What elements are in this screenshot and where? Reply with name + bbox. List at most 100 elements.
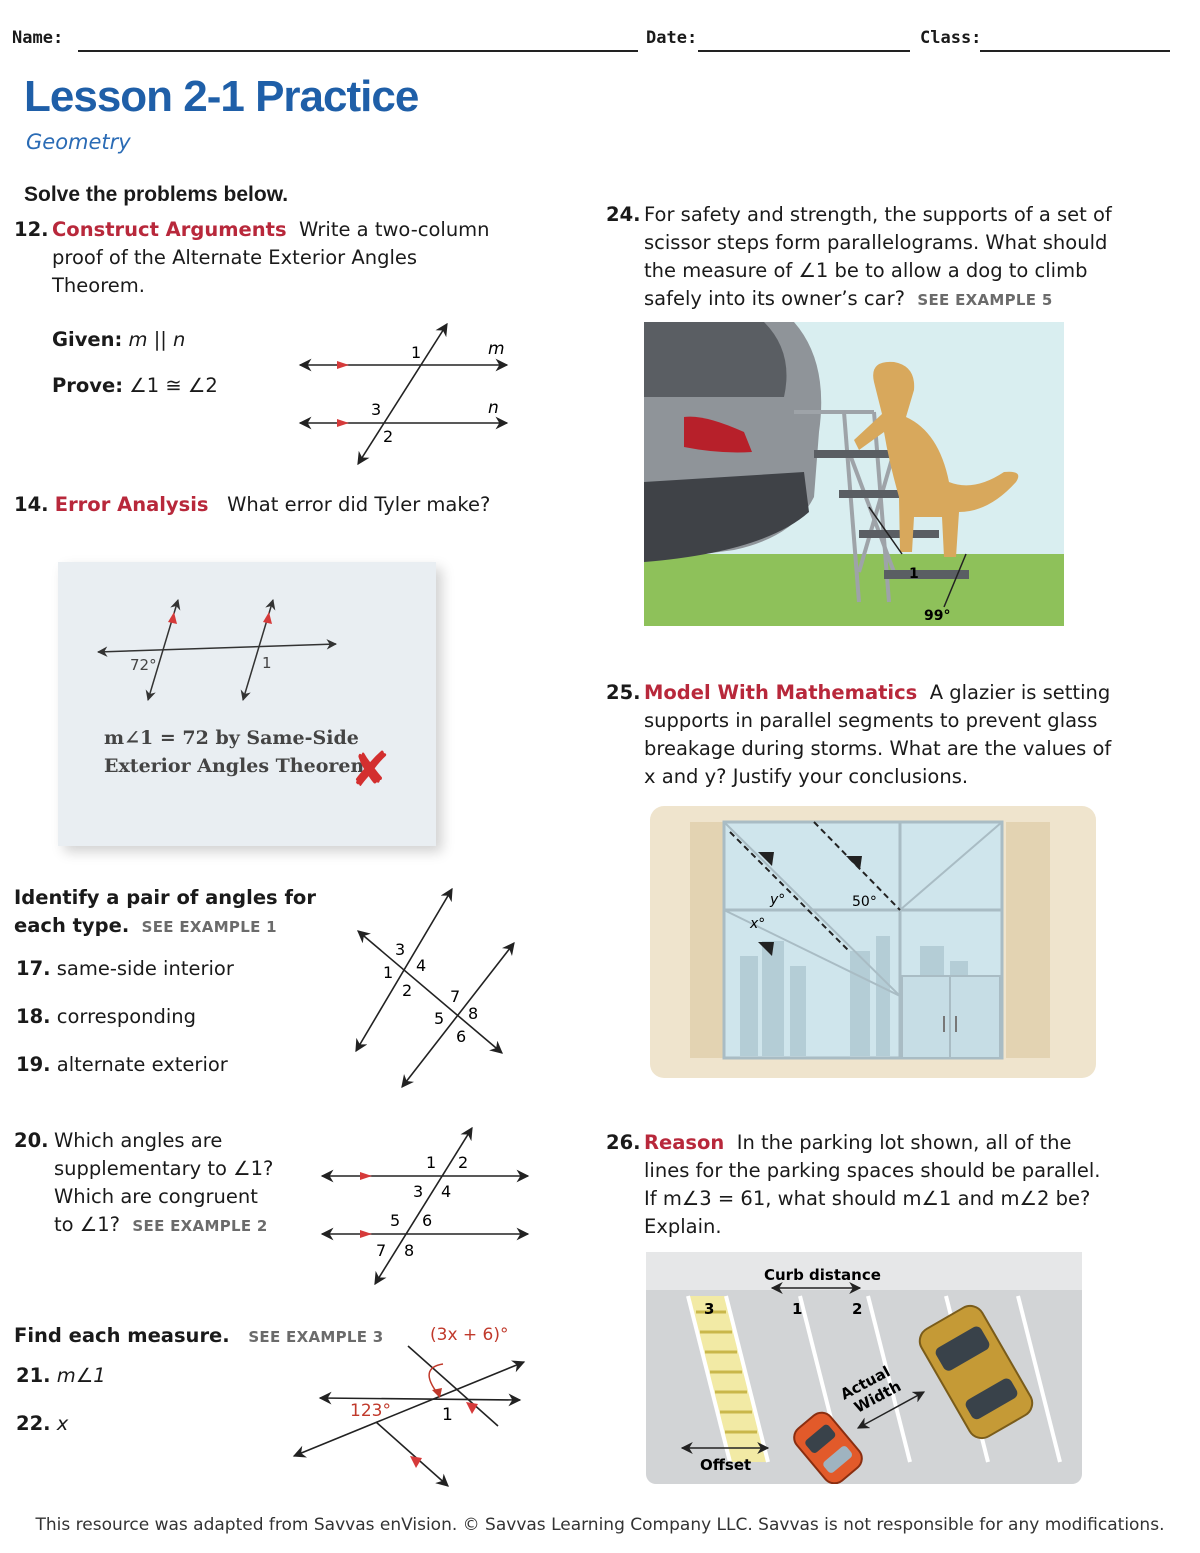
class-line[interactable] <box>980 50 1170 52</box>
text-line: scissor steps form parallelograms. What … <box>644 231 1108 254</box>
identify-heading-line1: Identify a pair of angles for <box>14 886 316 909</box>
problem-number: 20. <box>14 1129 49 1152</box>
angle-123-label: 123° <box>350 1401 391 1421</box>
parallel-mark-icon <box>263 612 272 624</box>
angle-label-4: 4 <box>416 956 426 975</box>
item-number: 19. <box>16 1053 51 1076</box>
car-orange <box>793 1411 863 1484</box>
angle-label-1: 1 <box>426 1153 436 1172</box>
angle-2-label: 2 <box>852 1300 862 1318</box>
problem-text: Write a two-column proof of the Alternat… <box>52 218 490 297</box>
grass <box>644 554 1064 626</box>
figure-12: 1 3 2 m n <box>298 322 509 466</box>
parallel-mark-icon <box>360 1230 372 1238</box>
angle-label-3: 3 <box>413 1182 423 1201</box>
transversal <box>374 1126 473 1286</box>
angle-label-2: 2 <box>458 1153 468 1172</box>
prove-row: Prove: ∠1 ≅ ∠2 <box>52 372 218 400</box>
problem-text: What error did Tyler make? <box>227 493 491 516</box>
item-number: 22. <box>16 1412 51 1435</box>
see-example: SEE EXAMPLE 1 <box>141 918 277 936</box>
text-line: supports in parallel segments to prevent… <box>644 709 1098 732</box>
given-value: m || n <box>128 328 186 351</box>
date-label: Date: <box>646 28 698 48</box>
item-21: 21. m∠1 <box>16 1362 106 1390</box>
expression-label: (3x + 6)° <box>430 1325 509 1345</box>
item-18: 18. corresponding <box>16 1003 196 1031</box>
step-treads <box>814 450 969 579</box>
problem-number: 24. <box>606 203 641 226</box>
dog-steps-illustration: 1 99° <box>644 322 1064 626</box>
problem-tag: Reason <box>644 1131 725 1154</box>
parking-lot-illustration: Curb distance 3 1 2 Offset Actual Width <box>646 1252 1082 1484</box>
label-m: m <box>488 339 505 359</box>
angle-1-label: 1 <box>792 1300 802 1318</box>
transversal <box>96 639 338 657</box>
offset-label: Offset <box>700 1456 751 1474</box>
line-upper <box>318 1391 522 1407</box>
parallel-mark-icon <box>466 1402 478 1414</box>
problem-tag: Error Analysis <box>54 493 209 516</box>
dashed-segment <box>729 831 851 953</box>
prove-label: Prove: <box>52 374 124 397</box>
angle-label-8: 8 <box>404 1241 414 1260</box>
figure-17-19: 3 1 4 2 7 5 8 6 <box>355 887 515 1089</box>
x-label: x° <box>749 916 765 932</box>
stripes <box>696 1310 757 1434</box>
text-line: Which are congruent <box>54 1185 258 1208</box>
problem-26: 26. Reason In the parking lot shown, all… <box>606 1129 1186 1241</box>
curb-distance-label: Curb distance <box>764 1266 881 1284</box>
leader-line <box>943 553 967 608</box>
error-card-figure: 72° 1 <box>96 598 338 702</box>
figure-21-22: (3x + 6)° 123° 1 <box>292 1325 526 1487</box>
angle-1-label: 1 <box>909 566 919 582</box>
item-number: 21. <box>16 1364 51 1387</box>
problem-number: 14. <box>14 493 49 516</box>
parallel-mark-icon <box>337 361 349 369</box>
see-example: SEE EXAMPLE 3 <box>248 1328 384 1346</box>
text-line: lines for the parking spaces should be p… <box>644 1159 1101 1182</box>
line-lower <box>292 1360 526 1458</box>
card-line-2: Exterior Angles Theorem <box>104 755 371 777</box>
angle-label-6: 6 <box>422 1211 432 1230</box>
given-row: Given: m || n <box>52 326 185 354</box>
text-line: supplementary to ∠1? <box>54 1157 274 1180</box>
parallel-mark-icon <box>337 419 349 427</box>
angle-3-label: 3 <box>704 1300 714 1318</box>
item-text: m∠1 <box>56 1364 106 1387</box>
class-label: Class: <box>920 28 982 48</box>
dog <box>854 361 1019 557</box>
instructions: Solve the problems below. <box>24 183 289 206</box>
angle-label-7: 7 <box>376 1241 386 1260</box>
curb <box>646 1252 1082 1290</box>
identify-heading: Identify a pair of angles for each type.… <box>14 884 316 941</box>
problem-tag: Model With Mathematics <box>644 681 918 704</box>
parallel-mark-icon <box>168 612 177 624</box>
page-title: Lesson 2-1 Practice <box>24 72 419 121</box>
actual-width-arrow <box>856 1391 926 1429</box>
text-line: x and y? Justify your conclusions. <box>644 765 969 788</box>
card-line-1: m∠1 = 72 by Same-Side <box>104 727 359 749</box>
label-3: 3 <box>371 400 381 419</box>
text-line: For safety and strength, the supports of… <box>644 203 1112 226</box>
text-line: to ∠1? <box>54 1213 121 1236</box>
problem-25: 25. Model With Mathematics A glazier is … <box>606 679 1186 791</box>
date-line[interactable] <box>698 50 910 52</box>
wrong-x-icon: ✘ <box>350 742 391 798</box>
transversal <box>357 322 448 466</box>
name-line[interactable] <box>78 50 638 52</box>
see-example: SEE EXAMPLE 5 <box>917 291 1053 309</box>
error-card-text: m∠1 = 72 by Same-Side Exterior Angles Th… <box>104 724 371 780</box>
angle-label-1: 1 <box>383 963 393 982</box>
identify-heading-line2: each type. <box>14 914 130 937</box>
right-pillar <box>1006 822 1050 1058</box>
striped-space <box>688 1296 768 1462</box>
see-example: SEE EXAMPLE 2 <box>132 1217 268 1235</box>
text-line: A glazier is setting <box>929 681 1111 704</box>
item-17: 17. same-side interior <box>16 955 234 983</box>
page-subtitle: Geometry <box>26 130 131 154</box>
leader-line <box>868 506 903 555</box>
item-text: x <box>56 1412 69 1435</box>
problem-number: 12. <box>14 218 49 241</box>
parallel-arrow-icon <box>846 856 862 870</box>
